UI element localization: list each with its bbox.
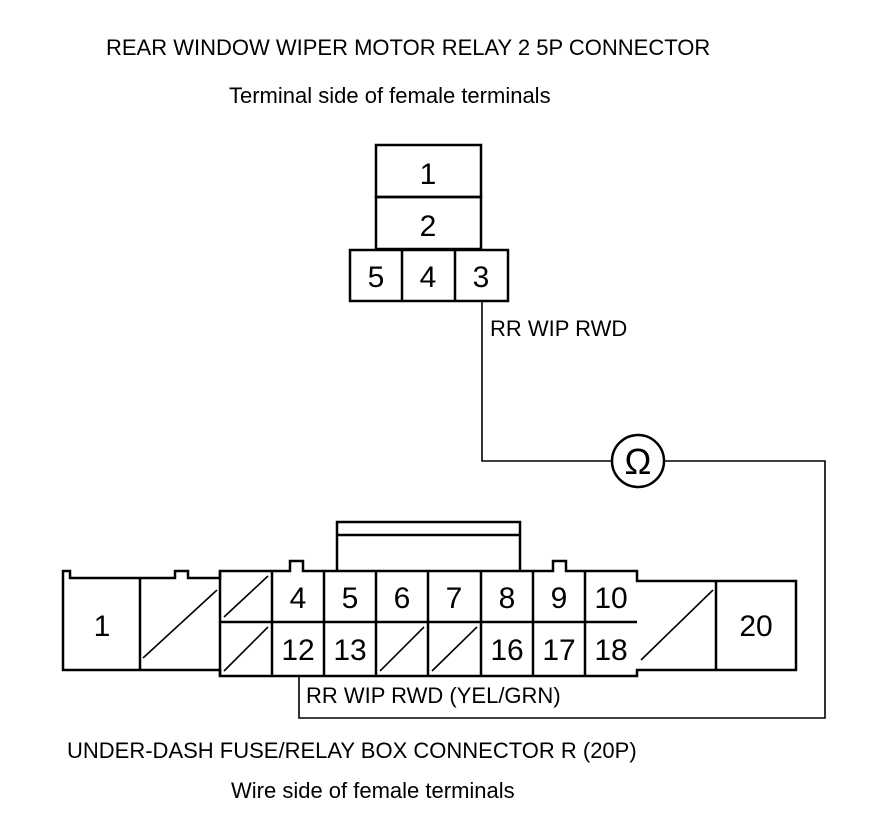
bottom-pin-5: 5 bbox=[342, 582, 359, 615]
ohm-symbol: Ω bbox=[625, 441, 652, 482]
bottom-pin-12: 12 bbox=[281, 634, 314, 667]
bottom-pin-7: 7 bbox=[446, 582, 463, 615]
top-pin-4: 4 bbox=[420, 261, 437, 294]
bottom-pin-17: 17 bbox=[542, 634, 575, 667]
bottom-pin-1: 1 bbox=[94, 610, 111, 643]
top-pin-5: 5 bbox=[368, 261, 385, 294]
bottom-pin-20: 20 bbox=[739, 610, 772, 643]
bottom-pin-10: 10 bbox=[594, 582, 627, 615]
bottom-pin-4: 4 bbox=[290, 582, 307, 615]
bottom-connector-subtitle: Wire side of female terminals bbox=[231, 778, 515, 803]
bottom-pin-13: 13 bbox=[333, 634, 366, 667]
bottom-connector: 1 4 5 6 7 8 9 10 12 13 16 17 18 20 bbox=[61, 520, 798, 678]
top-connector-subtitle: Terminal side of female terminals bbox=[229, 83, 551, 108]
top-pin-1: 1 bbox=[420, 158, 437, 191]
top-wire-label: RR WIP RWD bbox=[490, 316, 627, 341]
bottom-pin-9: 9 bbox=[551, 582, 568, 615]
bottom-connector-title: UNDER-DASH FUSE/RELAY BOX CONNECTOR R (2… bbox=[67, 738, 637, 763]
bottom-pin-16: 16 bbox=[490, 634, 523, 667]
bottom-pin-18: 18 bbox=[594, 634, 627, 667]
top-connector: 1 2 5 4 3 bbox=[348, 143, 510, 303]
top-pin-2: 2 bbox=[420, 210, 437, 243]
bottom-wire-label: RR WIP RWD (YEL/GRN) bbox=[306, 683, 561, 708]
bottom-pin-8: 8 bbox=[499, 582, 516, 615]
top-connector-title: REAR WINDOW WIPER MOTOR RELAY 2 5P CONNE… bbox=[106, 35, 710, 60]
test-wire bbox=[298, 301, 826, 719]
ohmmeter-icon: Ω bbox=[610, 433, 666, 489]
top-pin-3: 3 bbox=[473, 261, 490, 294]
bottom-pin-6: 6 bbox=[394, 582, 411, 615]
